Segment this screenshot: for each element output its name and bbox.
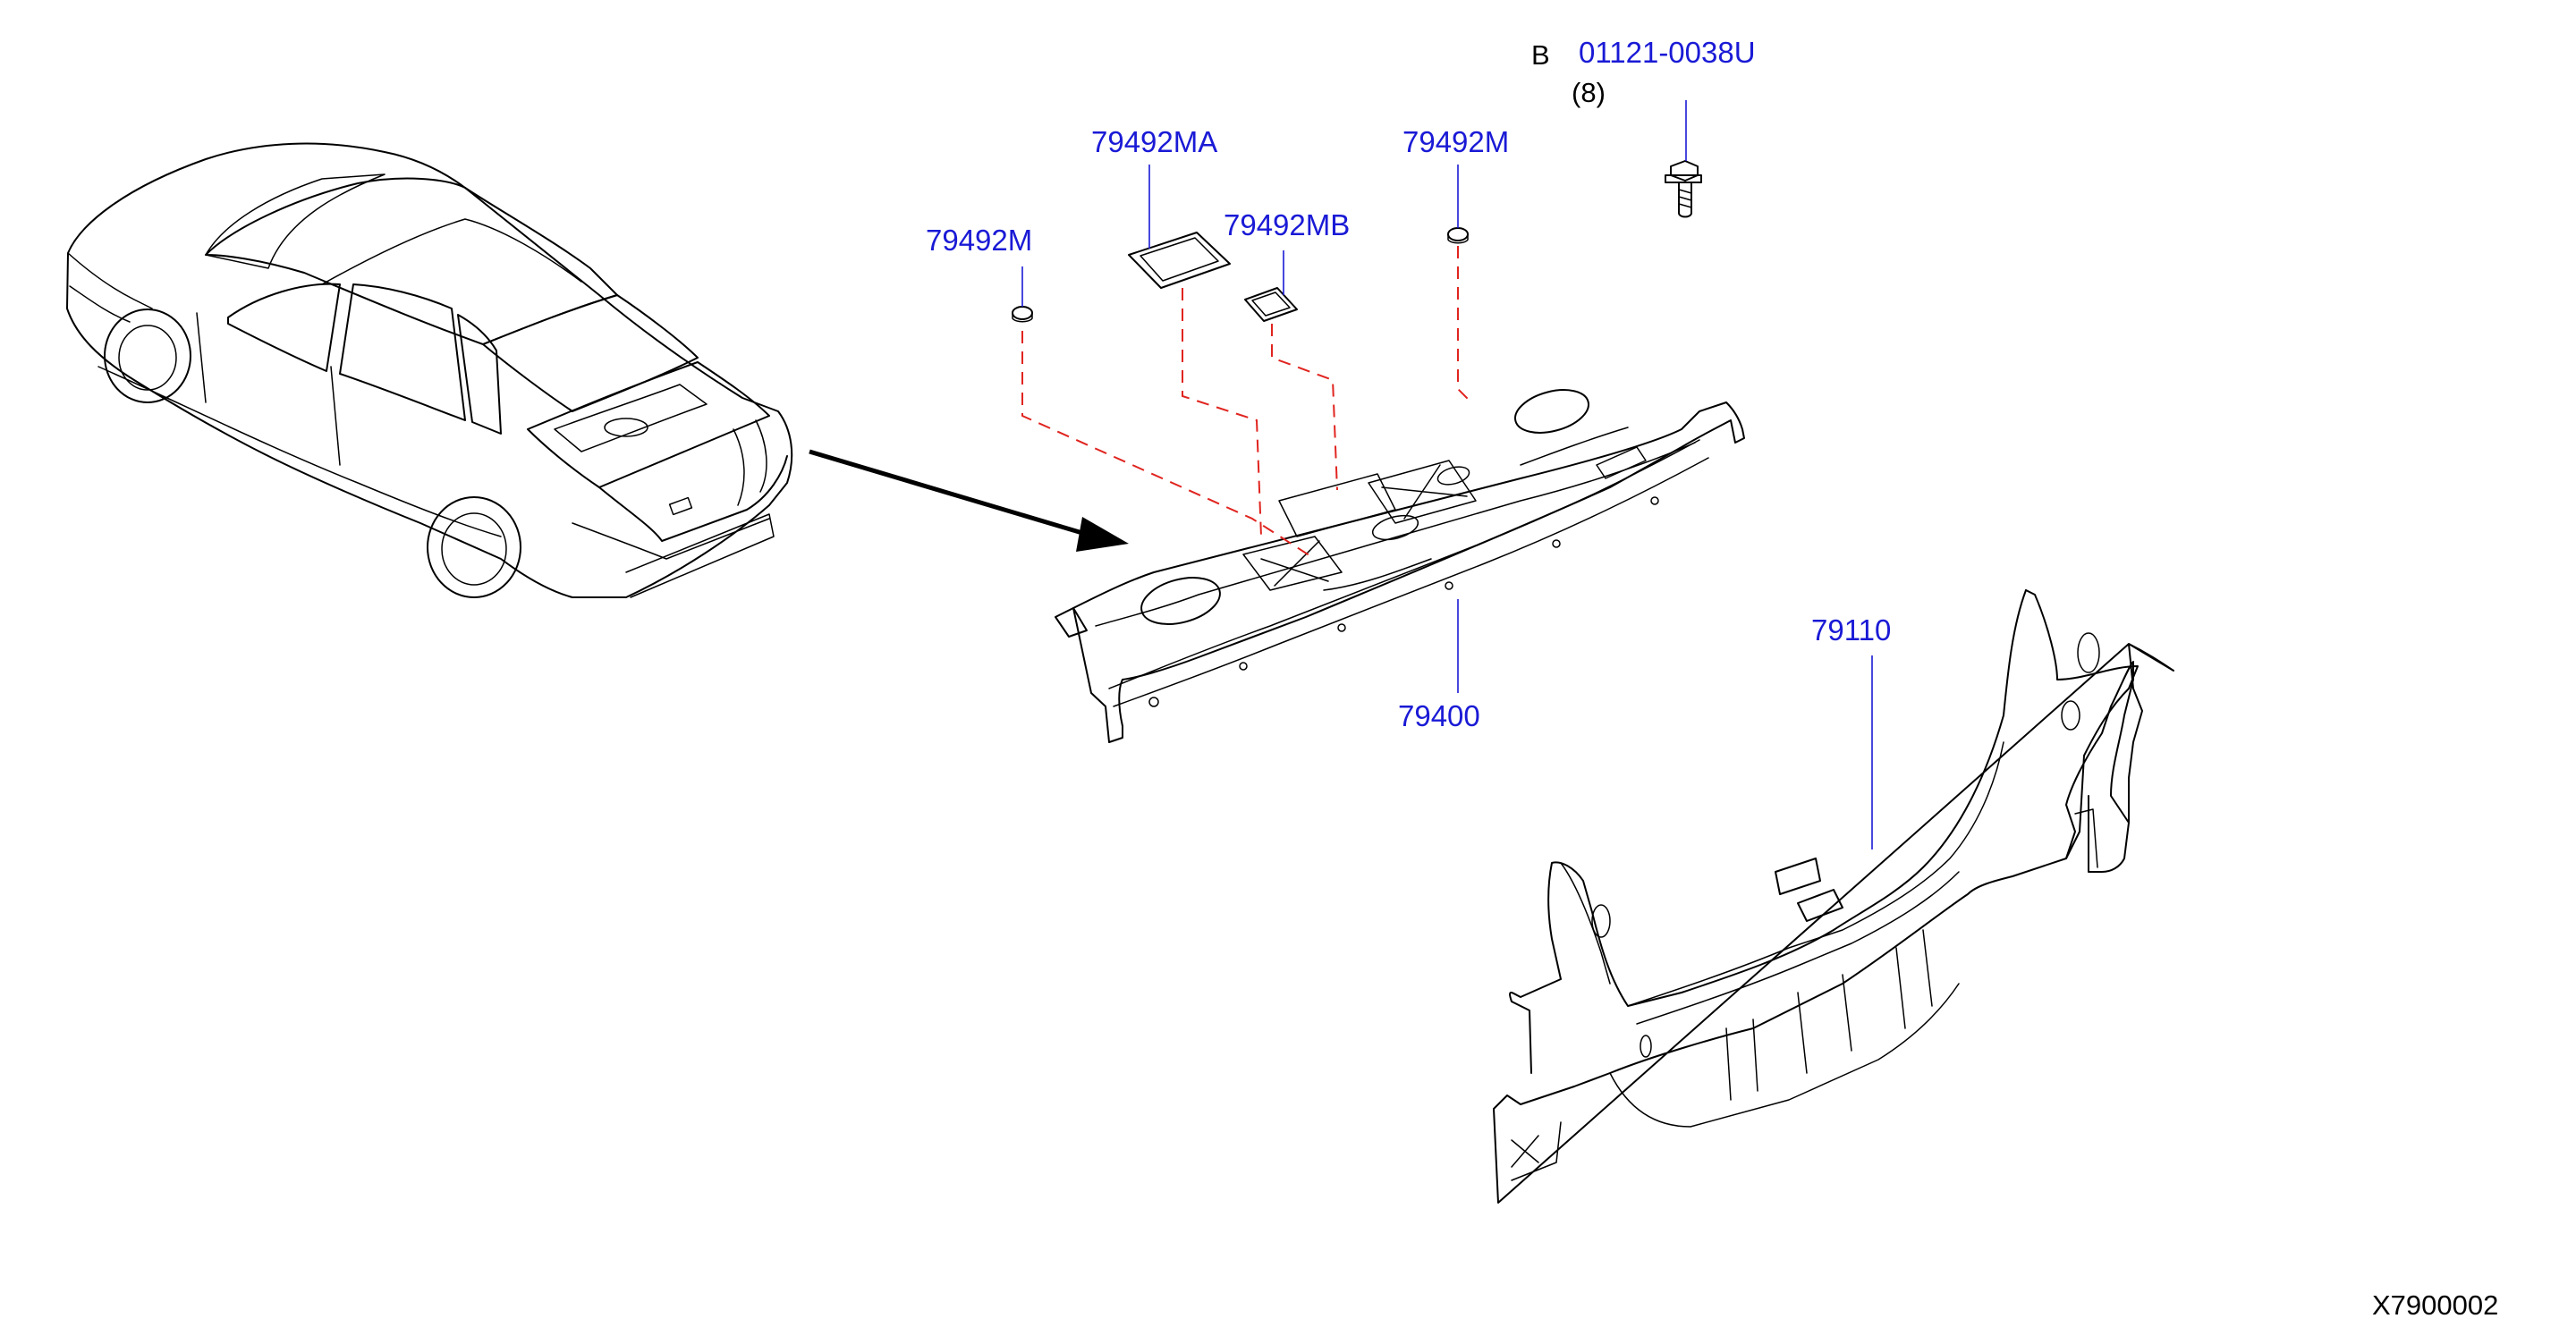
bolt-icon (1665, 160, 1702, 218)
seal-large-icon (1128, 232, 1231, 289)
bolt-quantity: (8) (1572, 77, 1606, 108)
seal-large-callout: 79492MA (1091, 125, 1217, 158)
rear-parcel-shelf (1055, 389, 1745, 743)
rear-panel (1493, 589, 2174, 1204)
seal-small-callout: 79492MB (1224, 208, 1350, 241)
leader-lines (1021, 100, 1873, 849)
seal-small-icon (1244, 287, 1298, 322)
bolt-callout: 01121-0038U (1579, 36, 1756, 69)
grommet-left-callout: 79492M (926, 224, 1032, 257)
bolt-marker-label: B (1531, 39, 1550, 71)
grommet-left-icon (1012, 306, 1033, 323)
direction-arrow (809, 449, 1129, 552)
grommet-right-callout: 79492M (1402, 125, 1509, 158)
diagram-id: X7900002 (2372, 1289, 2498, 1321)
dashed-guides (1021, 246, 1472, 560)
vehicle-illustration (66, 142, 793, 598)
rear-parcel-shelf-callout: 79400 (1398, 699, 1480, 732)
grommet-right-icon (1447, 227, 1469, 244)
rear-panel-callout: 79110 (1811, 613, 1891, 647)
